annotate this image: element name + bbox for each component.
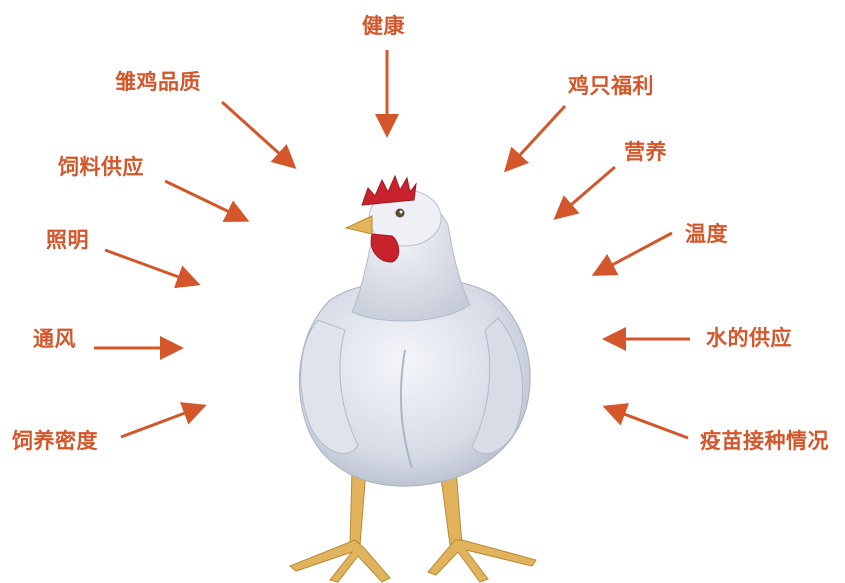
- chicken-beak: [346, 216, 372, 234]
- arrow-lighting: [105, 250, 195, 283]
- arrow-vaccination: [608, 408, 688, 438]
- label-vaccination: 疫苗接种情况: [700, 431, 829, 452]
- label-feed-supply: 饲料供应: [58, 157, 144, 178]
- arrow-temperature: [597, 233, 672, 273]
- chicken-illustration: [290, 176, 536, 582]
- arrow-nutrition: [558, 167, 615, 216]
- label-stocking-density: 饲养密度: [12, 431, 98, 452]
- chicken-comb: [362, 176, 416, 205]
- chicken-legs: [290, 470, 536, 582]
- arrow-chick-quality: [222, 102, 292, 165]
- label-ventilation: 通风: [33, 329, 76, 350]
- label-water-supply: 水的供应: [706, 328, 792, 349]
- arrow-feed-supply: [165, 181, 244, 219]
- label-health: 健康: [362, 16, 405, 37]
- label-nutrition: 营养: [624, 142, 667, 163]
- arrow-stocking-density: [121, 407, 201, 437]
- label-temperature: 温度: [685, 224, 728, 245]
- label-lighting: 照明: [46, 230, 89, 251]
- label-chicken-welfare: 鸡只福利: [568, 76, 654, 97]
- arrow-chicken-welfare: [508, 106, 565, 168]
- label-chick-quality: 雏鸡品质: [115, 72, 201, 93]
